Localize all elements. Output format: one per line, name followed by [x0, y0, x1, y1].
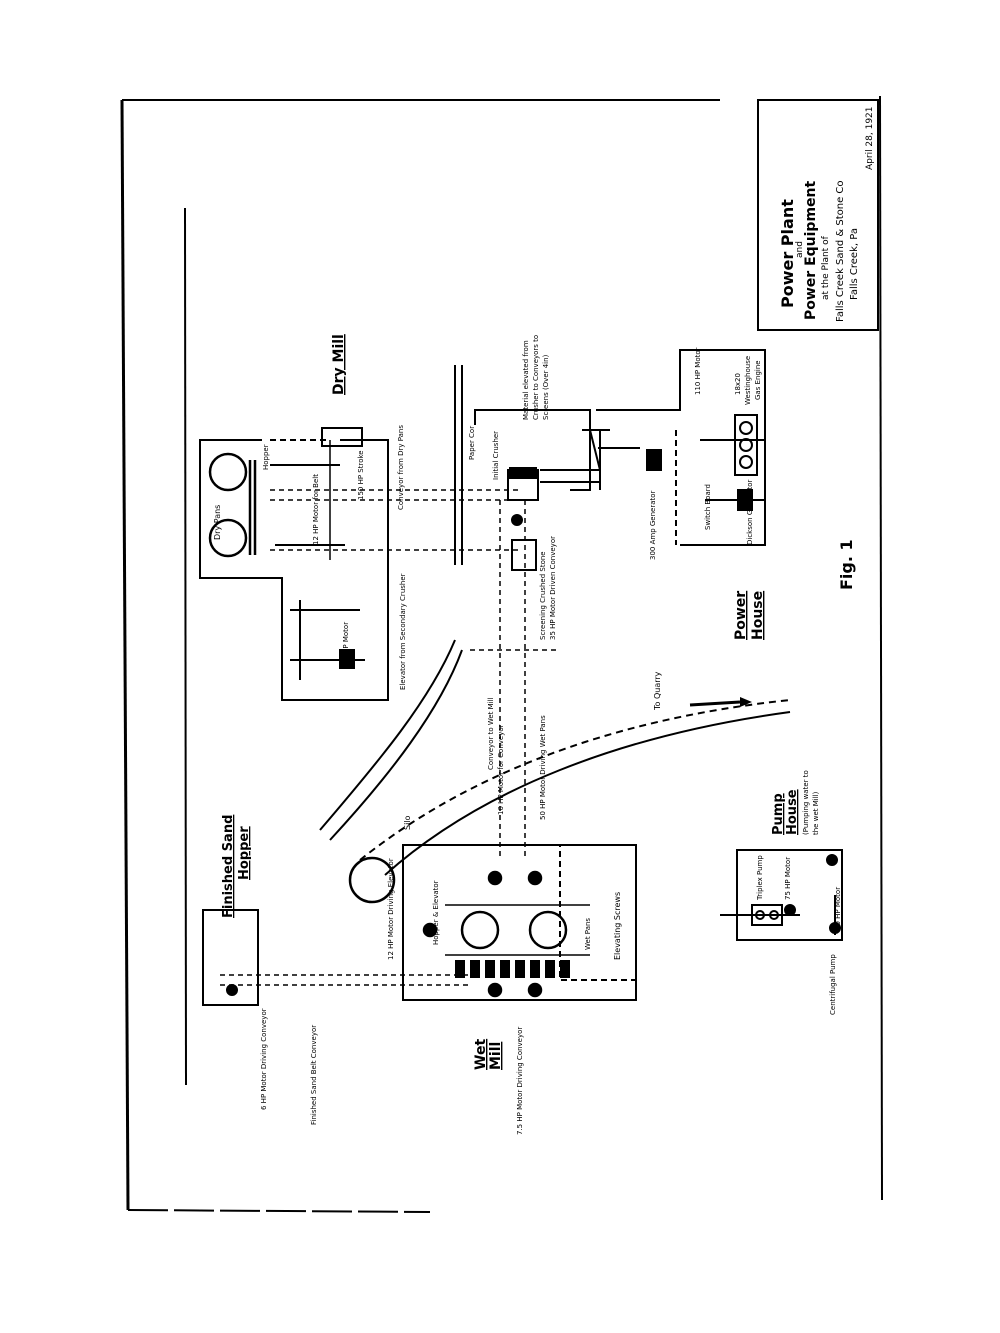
label-motor-20: 20 HP Motor [834, 887, 842, 930]
label-motor-12-silo: 12 HP Motor Driving Elevator [387, 858, 395, 960]
figure-label: Fig. 1 [837, 539, 856, 590]
dry-pans [208, 452, 257, 558]
label-screening-2: 35 HP Motor Driven Conveyor [549, 536, 557, 640]
title-line-5: Falls Creek Sand & Stone Co [835, 180, 846, 322]
finished-sand-hopper [202, 909, 259, 1006]
wet-mill-title-2: Mill [488, 1042, 504, 1070]
label-dry-pans: Dry Pans [213, 505, 222, 540]
label-motor-30: 30 HP Motor [342, 622, 350, 665]
wet-mill-title-1: Wet [473, 1039, 489, 1070]
conveyor-dashes [220, 489, 560, 986]
label-triplex-pump: Triplex Pump [756, 855, 764, 901]
pump-house-title-1: Pump [771, 793, 786, 835]
label-elevating-screws: Elevating Screws [613, 892, 622, 960]
label-engine-2: Westinghouse [744, 356, 752, 405]
dry-mill-title: Dry Mill [331, 334, 347, 395]
label-engine-1: 18x20 [734, 373, 742, 395]
label-dickson-gen: Dickson Generator [746, 480, 754, 545]
title-line-1: Power Plant [778, 199, 797, 308]
label-screening-1: Screening Crushed Stone [539, 551, 547, 640]
quarry-arrow [689, 697, 752, 707]
label-material-2: Crusher to Conveyors to [532, 335, 540, 420]
label-motor-6: 6 HP Motor Driving Conveyor [260, 1008, 268, 1110]
pump-house-title-2: House [785, 789, 800, 835]
power-house-title-2: House [750, 591, 766, 640]
pump-house-building [736, 849, 843, 941]
finished-sand-title-1: Finished Sand [221, 815, 236, 918]
pump-house-note-1: (Pumping water to [802, 770, 810, 835]
label-motor-10: 10 HP Motor for Conveyor [497, 724, 505, 815]
label-finished-belt: Finished Sand Belt Conveyor [310, 1025, 318, 1125]
title-date: April 28, 1921 [865, 106, 875, 170]
label-material-3: Screens (Over 4in) [542, 354, 550, 420]
label-motor-75: 75 HP Motor [784, 857, 792, 900]
dry-mill-machinery [270, 427, 365, 680]
label-conveyor-wet: Conveyor to Wet Mill [487, 697, 495, 770]
elevating-screws [455, 960, 570, 978]
label-centrifugal-pump: Centrifugal Pump [829, 954, 837, 1015]
label-motor-50: 50 HP Motor Driving Wet Pans [539, 715, 547, 820]
dry-mill-building [199, 439, 389, 701]
title-line-6: Falls Creek, Pa [849, 228, 860, 300]
label-material-1: Material elevated from [522, 340, 530, 420]
wet-mill-building [402, 844, 637, 1001]
power-house-building [596, 349, 766, 546]
power-house-machinery [582, 414, 765, 511]
label-motor-150: 150 HP Stroke [357, 450, 365, 500]
left-railway-line [184, 207, 187, 1086]
railway-curves [319, 639, 791, 876]
pump-house-machinery [720, 854, 841, 935]
label-motor-7: 7.5 HP Motor Driving Conveyor [516, 1027, 524, 1135]
label-paper-cor: Paper Cor [468, 426, 476, 460]
finished-sand-title-2: Hopper [237, 826, 252, 880]
label-gen-300: 300 Amp Generator [649, 490, 657, 560]
sheet-border [120, 95, 883, 1213]
title-line-3: Power Equipment [803, 180, 819, 320]
silo-circle [348, 856, 396, 904]
label-hopper: Hopper [262, 444, 270, 470]
label-conveyor-dry: Conveyor from Dry Pans [397, 425, 405, 510]
title-block: Power Plant and Power Equipment at the P… [757, 99, 879, 331]
label-elevator-secondary: Elevator from Secondary Crusher [399, 573, 407, 690]
crusher-area [474, 409, 601, 571]
label-initial-crusher: Initial Crusher [492, 431, 500, 480]
wet-mill-machinery [422, 870, 590, 998]
power-house-title-1: Power [733, 591, 749, 640]
label-hopper-elevator: Hopper & Elevator [432, 880, 440, 945]
label-silo: Silo [403, 815, 412, 830]
label-engine-3: Gas Engine [754, 360, 762, 400]
label-wet-pans: Wet Pans [584, 918, 592, 950]
title-line-2: and [795, 241, 805, 258]
pump-house-note-2: the wet Mill) [812, 791, 820, 835]
label-switch-board: Switch Board [704, 484, 712, 530]
label-quarry: To Quarry [653, 671, 662, 711]
label-motor-110: 110 HP Motor [694, 347, 702, 395]
center-rails [454, 365, 463, 565]
title-line-4: at the Plant of [821, 235, 831, 300]
label-motor-12-belt: 12 HP Motor for Belt [312, 474, 320, 545]
